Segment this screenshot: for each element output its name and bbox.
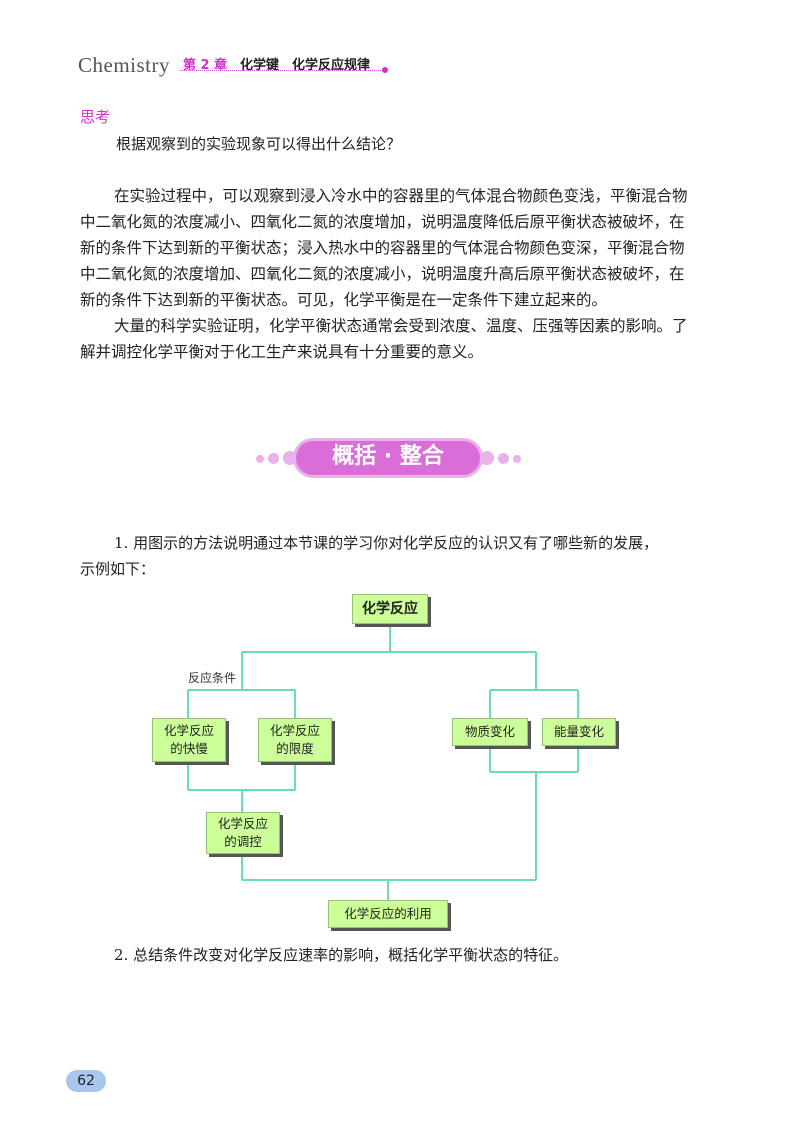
diagram-node-chemical-reaction: 化学反应	[352, 594, 428, 624]
running-header-brand: Chemistry	[78, 53, 170, 77]
task-1: 1. 用图示的方法说明通过本节课的学习你对化学反应的认识又有了哪些新的发展， 示…	[80, 530, 720, 582]
paragraph-line: 解并调控化学平衡对于化工生产来说具有十分重要的意义。	[80, 343, 484, 361]
banner-dot	[268, 453, 279, 464]
banner-dot	[498, 453, 509, 464]
diagram-label-condition: 反应条件	[188, 671, 237, 685]
diagram-node-control: 化学反应 的调控	[206, 812, 280, 854]
banner-dot	[480, 451, 494, 465]
diagram-node-line: 化学反应	[269, 723, 320, 738]
diagram-node-line: 的快慢	[170, 741, 208, 756]
diagram-node-rate: 化学反应 的快慢	[152, 718, 226, 762]
paragraph-line: 新的条件下达到新的平衡状态；浸入热水中的容器里的气体混合物颜色变深，平衡混合物	[80, 239, 685, 257]
think-label: 思考	[80, 108, 111, 126]
header-dotted-rule	[180, 70, 385, 71]
diagram-node-use: 化学反应的利用	[328, 900, 448, 928]
paragraph-line: 中二氧化氮的浓度增加、四氧化二氮的浓度减小，说明温度升高后原平衡状态被破坏，在	[80, 265, 685, 283]
diagram-node-energy-change: 能量变化	[542, 718, 616, 746]
page-number: 62	[77, 1073, 95, 1089]
task-1-line: 1. 用图示的方法说明通过本节课的学习你对化学反应的认识又有了哪些新的发展，	[114, 534, 659, 552]
running-header-chapter: 第 2 章	[183, 58, 228, 73]
section-banner	[293, 438, 483, 478]
running-header-title: 化学键 化学反应规律	[240, 58, 371, 73]
diagram-node-line: 的限度	[276, 741, 314, 756]
diagram-node-matter-change: 物质变化	[452, 718, 528, 746]
paragraph-line: 大量的科学实验证明，化学平衡状态通常会受到浓度、温度、压强等因素的影响。了	[114, 317, 688, 335]
banner-dot	[513, 455, 521, 463]
paragraph-1: 在实验过程中，可以观察到浸入冷水中的容器里的气体混合物颜色变浅，平衡混合物 中二…	[80, 183, 720, 313]
header-rule-end-dot	[382, 67, 388, 73]
paragraph-line: 中二氧化氮的浓度减小、四氧化二氮的浓度增加，说明温度降低后原平衡状态被破坏，在	[80, 213, 685, 231]
page-number-badge	[66, 1070, 106, 1092]
diagram-node-limit: 化学反应 的限度	[258, 718, 332, 762]
task-2: 2. 总结条件改变对化学反应速率的影响，概括化学平衡状态的特征。	[114, 946, 569, 964]
think-question: 根据观察到的实验现象可以得出什么结论？	[116, 135, 402, 153]
section-banner-title: 概括 · 整合	[332, 444, 444, 469]
paragraph-2: 大量的科学实验证明，化学平衡状态通常会受到浓度、温度、压强等因素的影响。了 解并…	[80, 313, 720, 365]
task-1-line: 示例如下：	[80, 560, 156, 578]
diagram-node-line: 化学反应	[217, 816, 268, 831]
paragraph-line: 新的条件下达到新的平衡状态。可见，化学平衡是在一定条件下建立起来的。	[80, 291, 608, 309]
diagram-node-line: 的调控	[224, 834, 262, 849]
banner-dot	[256, 455, 264, 463]
paragraph-line: 在实验过程中，可以观察到浸入冷水中的容器里的气体混合物颜色变浅，平衡混合物	[114, 187, 688, 205]
diagram-node-line: 化学反应	[163, 723, 214, 738]
